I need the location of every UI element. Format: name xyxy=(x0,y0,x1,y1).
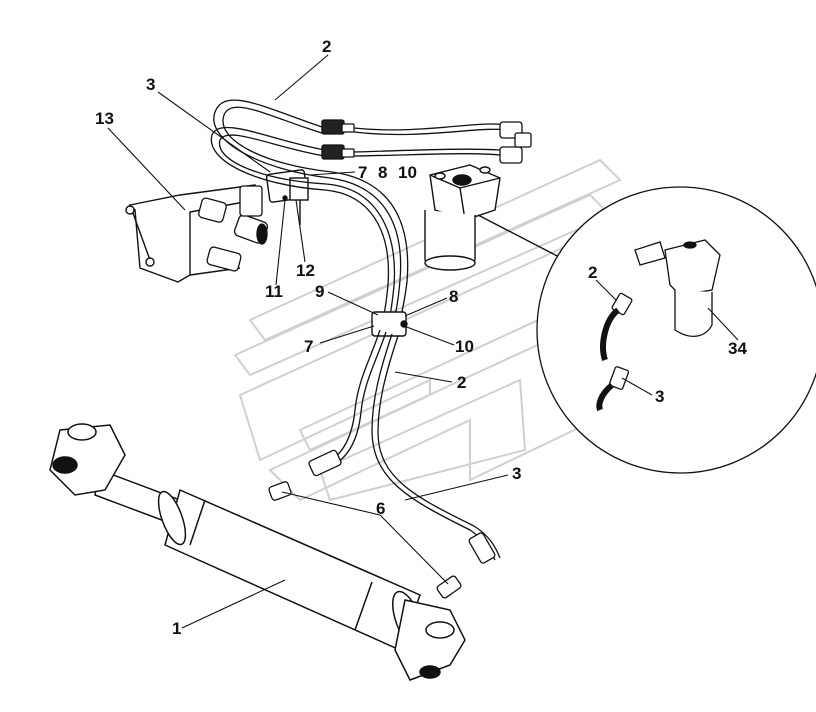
callout-2-top: 2 xyxy=(322,37,332,56)
callout-2-mid: 2 xyxy=(457,373,467,392)
callout-10-mid: 10 xyxy=(455,337,474,356)
callout-1: 1 xyxy=(172,619,182,638)
valve-block xyxy=(424,164,566,271)
callout-7-mid: 7 xyxy=(304,337,314,356)
leader-lines xyxy=(107,54,739,629)
bracket-fittings xyxy=(198,185,269,272)
upper-clamp xyxy=(265,169,309,225)
upper-hoses xyxy=(210,99,409,333)
mounting-bracket xyxy=(125,184,256,283)
lower-hose-fittings xyxy=(268,449,496,599)
callout-8-mid: 8 xyxy=(449,287,459,306)
callout-3-right: 3 xyxy=(512,464,522,483)
callout-3-detail: 3 xyxy=(655,387,665,406)
callout-9: 9 xyxy=(315,282,325,301)
callout-7-top: 7 xyxy=(358,163,368,182)
callout-10-top: 10 xyxy=(398,163,417,182)
middle-clamp xyxy=(371,311,408,337)
detail-view xyxy=(536,186,816,474)
callout-3-top: 3 xyxy=(146,75,156,94)
callout-13: 13 xyxy=(95,109,114,128)
upper-hose-fittings xyxy=(321,119,532,164)
callout-2-detail: 2 xyxy=(588,263,598,282)
callout-34: 34 xyxy=(728,339,747,358)
callout-8-top: 8 xyxy=(378,163,388,182)
hydraulic-cylinder xyxy=(49,423,466,681)
lower-hoses xyxy=(319,329,501,561)
callout-11: 11 xyxy=(265,282,283,301)
callout-12: 12 xyxy=(296,261,315,280)
callout-6: 6 xyxy=(376,499,386,518)
